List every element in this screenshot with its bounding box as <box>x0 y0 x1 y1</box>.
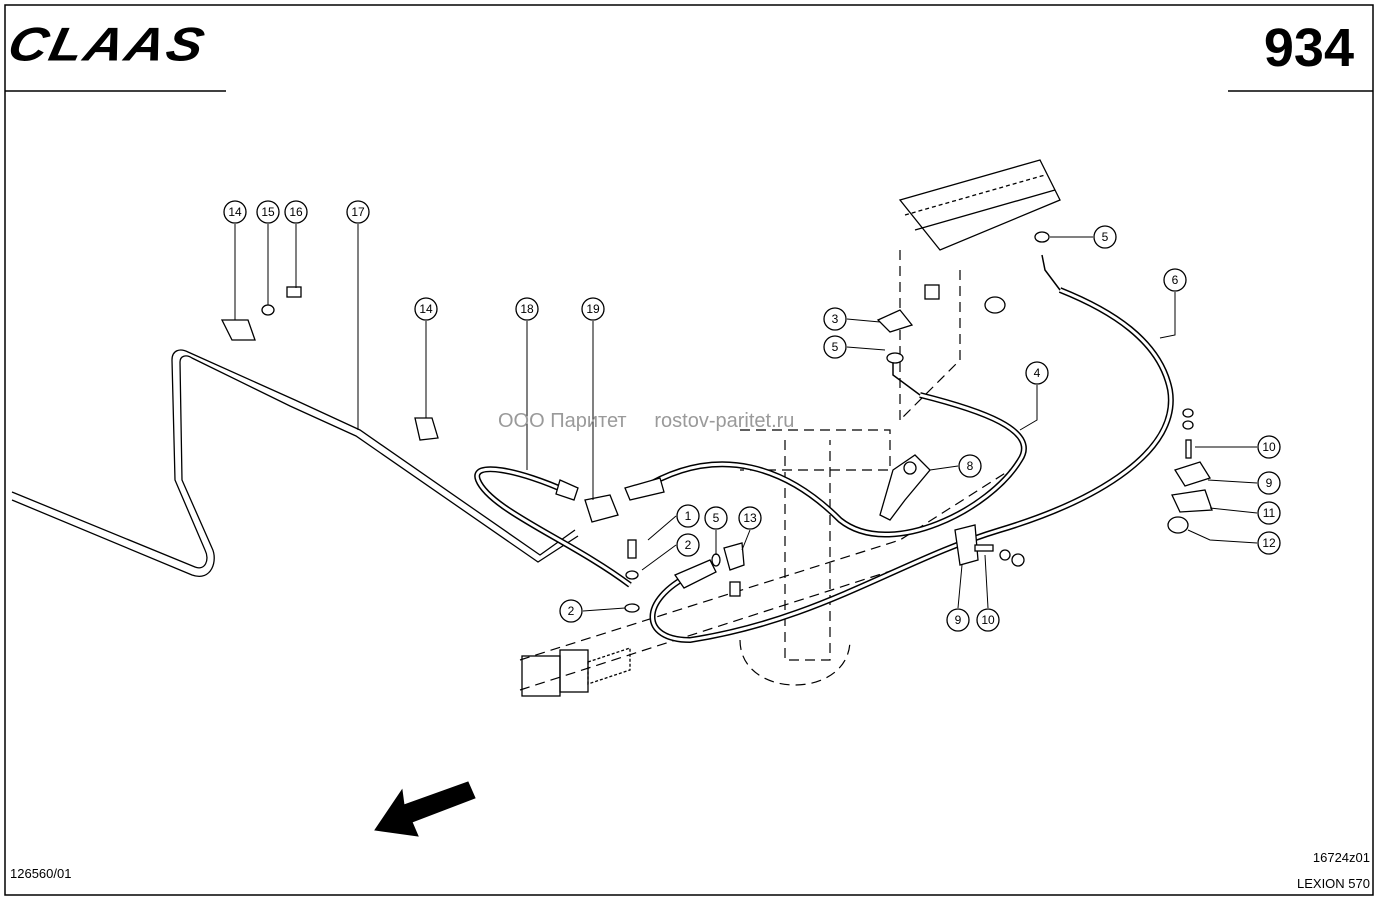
callout-label: 14 <box>419 302 433 316</box>
watermark-company: ООО Паритет <box>498 410 627 432</box>
callout-label: 10 <box>1262 440 1276 454</box>
callout-circle <box>1093 225 1117 249</box>
callout-8: 8 <box>958 454 982 478</box>
page-number: 934 <box>1263 18 1354 78</box>
frame-rail-dashed <box>519 250 1011 691</box>
callout-label: 14 <box>228 205 242 219</box>
small-hardware <box>220 231 1213 613</box>
callout-circle <box>823 335 847 359</box>
callout-10: 10 <box>976 608 1000 632</box>
pipe-17 <box>11 349 579 577</box>
direction-arrow <box>374 781 476 837</box>
callout-label: 5 <box>713 511 720 525</box>
callout-label: 12 <box>1262 536 1276 550</box>
callout-2: 2 <box>676 533 700 557</box>
callout-label: 18 <box>520 302 534 316</box>
callout-circle <box>1257 471 1281 495</box>
callout-label: 1 <box>685 509 692 523</box>
callout-15: 15 <box>256 200 280 224</box>
callout-circle <box>676 504 700 528</box>
callout-circle <box>1257 501 1281 525</box>
callout-10: 10 <box>1257 435 1281 459</box>
callout-label: 6 <box>1172 273 1179 287</box>
callout-circle <box>223 200 247 224</box>
callout-19: 19 <box>581 297 605 321</box>
callout-3: 3 <box>823 307 847 331</box>
callout-circle <box>1257 531 1281 555</box>
valve-block <box>898 159 1061 251</box>
callout-label: 17 <box>351 205 365 219</box>
sheet-border <box>4 4 1374 896</box>
callout-14: 14 <box>414 297 438 321</box>
callout-circle <box>704 506 728 530</box>
drawing-number: 126560/01 <box>10 866 72 881</box>
callout-5: 5 <box>704 506 728 530</box>
figure-code: 16724z01 <box>1312 850 1370 865</box>
callout-circle <box>958 454 982 478</box>
callout-label: 5 <box>1102 230 1109 244</box>
callout-label: 11 <box>1263 506 1276 520</box>
callout-label: 9 <box>955 613 962 627</box>
callout-label: 15 <box>261 205 275 219</box>
callout-label: 19 <box>586 302 600 316</box>
callout-circle <box>738 506 762 530</box>
callout-circle <box>676 533 700 557</box>
callout-18: 18 <box>515 297 539 321</box>
callout-13: 13 <box>738 506 762 530</box>
hose-18 <box>474 466 632 588</box>
bracket-8 <box>879 454 931 521</box>
callout-circle <box>823 307 847 331</box>
callout-label: 13 <box>743 511 757 525</box>
callout-circle <box>515 297 539 321</box>
callout-12: 12 <box>1257 531 1281 555</box>
callout-1: 1 <box>676 504 700 528</box>
watermark-site: rostov-paritet.ru <box>654 410 795 432</box>
callout-4: 4 <box>1025 361 1049 385</box>
hose-4 <box>638 360 1027 538</box>
callout-6: 6 <box>1163 268 1187 292</box>
hydraulic-cylinder <box>521 647 631 697</box>
callout-label: 16 <box>289 205 303 219</box>
leader-lines <box>234 224 1258 612</box>
callout-circle <box>1257 435 1281 459</box>
callout-9: 9 <box>1257 471 1281 495</box>
callout-circle <box>581 297 605 321</box>
callout-circle <box>976 608 1000 632</box>
callout-17: 17 <box>346 200 370 224</box>
callout-label: 5 <box>832 340 839 354</box>
callout-label: 8 <box>967 459 974 473</box>
callout-label: 2 <box>568 604 575 618</box>
callout-11: 11 <box>1257 501 1281 525</box>
callout-5: 5 <box>1093 225 1117 249</box>
callout-5: 5 <box>823 335 847 359</box>
callout-label: 4 <box>1034 366 1041 380</box>
model-name: LEXION 570 <box>1297 876 1370 891</box>
brand-logo: CLAAS <box>3 18 211 72</box>
callout-label: 3 <box>832 312 839 326</box>
callout-16: 16 <box>284 200 308 224</box>
callout-2: 2 <box>559 599 583 623</box>
callout-circle <box>559 599 583 623</box>
callout-circle <box>1025 361 1049 385</box>
callout-circle <box>346 200 370 224</box>
callout-14: 14 <box>223 200 247 224</box>
callout-label: 2 <box>685 538 692 552</box>
callout-circle <box>256 200 280 224</box>
hose-6 <box>649 254 1174 644</box>
watermark: ООО Паритет rostov-paritet.ru <box>498 410 794 433</box>
callout-label: 10 <box>981 613 995 627</box>
callout-circle <box>946 608 970 632</box>
callout-9: 9 <box>946 608 970 632</box>
callout-label: 9 <box>1266 476 1273 490</box>
callout-circle <box>414 297 438 321</box>
callout-circle <box>284 200 308 224</box>
callout-circle <box>1163 268 1187 292</box>
